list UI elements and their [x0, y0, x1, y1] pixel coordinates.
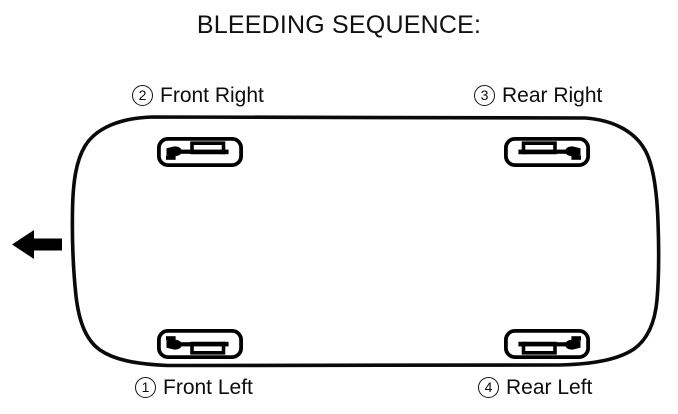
sequence-number-rear-left: 4	[478, 377, 499, 398]
caliper-front-left	[156, 328, 244, 360]
wheel-label-rear-left: 4 Rear Left	[478, 377, 592, 398]
page-title: BLEEDING SEQUENCE:	[196, 11, 482, 39]
wheel-label-front-right: 2 Front Right	[132, 85, 264, 106]
sequence-number-front-right: 2	[132, 85, 153, 106]
sequence-number-front-left: 1	[135, 377, 156, 398]
caliper-rear-right	[503, 136, 590, 168]
wheel-label-text-rear-right: Rear Right	[502, 84, 603, 107]
wheel-label-text-front-right: Front Right	[160, 84, 264, 107]
sequence-number-rear-right: 3	[474, 85, 495, 106]
caliper-front-right	[156, 136, 244, 168]
wheel-label-rear-right: 3 Rear Right	[474, 85, 602, 106]
wheel-label-front-left: 1 Front Left	[135, 377, 253, 398]
direction-arrow	[12, 230, 62, 259]
car-body-outline	[70, 115, 661, 368]
wheel-label-text-rear-left: Rear Left	[506, 376, 593, 399]
wheel-label-text-front-left: Front Left	[163, 376, 253, 399]
caliper-rear-left	[503, 328, 590, 360]
